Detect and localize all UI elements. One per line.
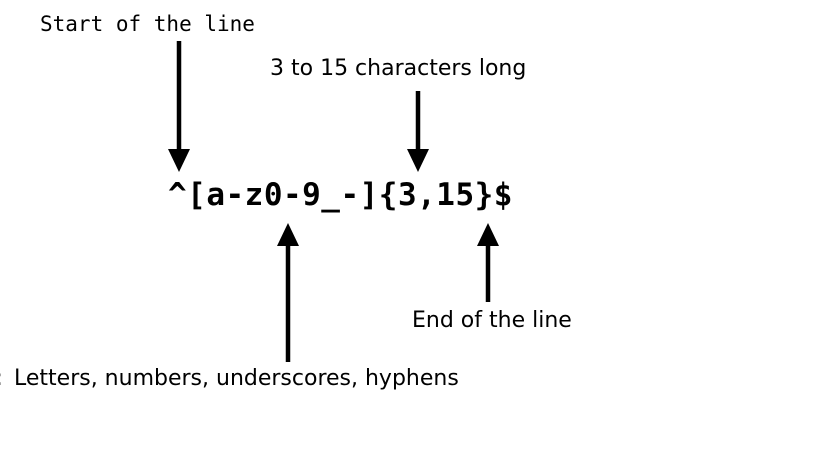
- arrow-start-of-line-head: [168, 149, 190, 172]
- arrow-end-of-line: [477, 223, 499, 302]
- annotation-label-end-of-line: End of the line: [412, 308, 572, 333]
- clipped-text-fragment: :: [0, 368, 3, 390]
- arrow-character-class-head: [277, 223, 299, 246]
- annotation-label-start-of-line: Start of the line: [40, 12, 255, 36]
- regex-pattern-text: ^[a-z0-9_-]{3,15}$: [168, 177, 513, 213]
- arrow-character-class: [277, 223, 299, 362]
- arrow-start-of-line: [168, 41, 190, 172]
- arrow-length-head: [407, 149, 429, 172]
- annotation-label-length: 3 to 15 characters long: [270, 56, 527, 81]
- arrow-end-of-line-head: [477, 223, 499, 246]
- annotation-label-character-class: Letters, numbers, underscores, hyphens: [14, 366, 459, 391]
- arrow-length: [407, 91, 429, 172]
